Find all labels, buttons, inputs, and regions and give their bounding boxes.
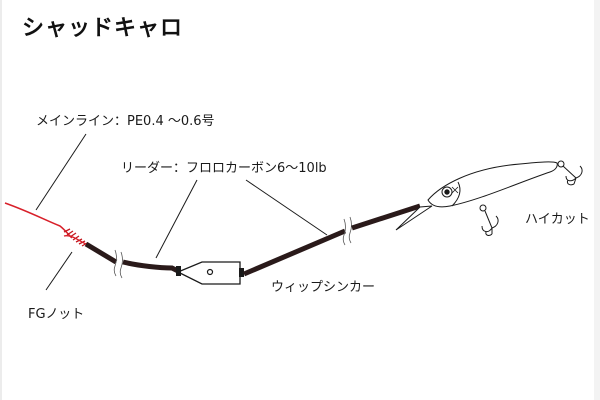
whip-sinker-icon bbox=[176, 261, 244, 285]
diagram-title: シャッドキャロ bbox=[22, 16, 184, 41]
right-border bbox=[594, 0, 600, 400]
break-mark-icon bbox=[342, 216, 352, 246]
shad-lure-icon bbox=[395, 160, 583, 236]
sinker-label: ウィップシンカー bbox=[271, 280, 376, 295]
leader-pointer-left bbox=[155, 179, 198, 259]
main-line-pointer bbox=[35, 133, 87, 211]
leader-segment-3 bbox=[243, 228, 346, 277]
leader-segment-2 bbox=[122, 259, 182, 275]
leader-segment-4 bbox=[351, 203, 421, 231]
break-mark-icon bbox=[113, 249, 123, 279]
leader-label: リーダー：フロロカーボン6〜10lb bbox=[121, 161, 327, 176]
leader-pointer-right bbox=[245, 179, 328, 236]
knot-pointer bbox=[45, 251, 73, 291]
knot-label: FGノット bbox=[28, 307, 85, 322]
fg-knot-icon bbox=[63, 228, 91, 247]
leader-segment-1 bbox=[84, 241, 118, 265]
main-line bbox=[4, 202, 73, 239]
main-line-label: メインライン：PE0.4 〜0.6号 bbox=[36, 114, 215, 129]
left-border bbox=[0, 0, 2, 400]
lure-label: ハイカット bbox=[525, 212, 590, 227]
